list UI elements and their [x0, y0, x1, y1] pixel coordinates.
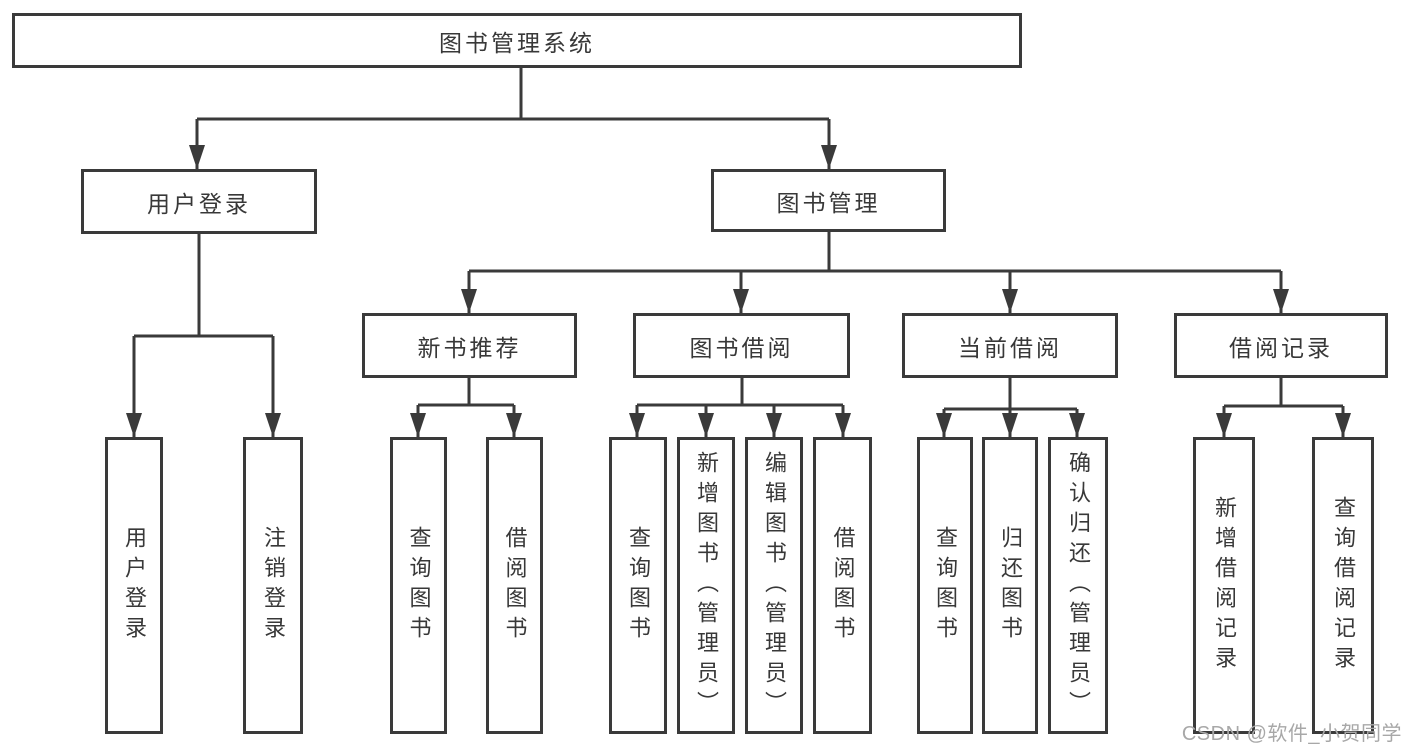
edge-book-borrow-to-leaves — [635, 378, 845, 437]
arrowhead — [936, 413, 952, 437]
leaf-current-confirm-return-admin: 确认归还（管理员） — [1048, 437, 1108, 734]
node-user-login: 用户登录 — [81, 169, 317, 234]
csdn-watermark: CSDN @软件_小贺同学 — [1181, 723, 1402, 745]
arrowhead — [265, 413, 281, 437]
leaf-current-query-book: 查询图书 — [917, 437, 973, 734]
node-book-management: 图书管理 — [711, 169, 946, 232]
arrowhead — [629, 413, 645, 437]
node-book-borrow: 图书借阅 — [633, 313, 850, 378]
leaf-borrow-edit-book-admin: 编辑图书（管理员） — [745, 437, 803, 734]
leaf-newrec-borrow-book: 借阅图书 — [486, 437, 543, 734]
arrowhead — [1335, 413, 1351, 437]
edge-book-mgmt-to-level3 — [467, 232, 1283, 313]
arrowhead — [410, 413, 426, 437]
leaf-borrow-add-book-admin: 新增图书（管理员） — [677, 437, 735, 734]
arrowhead — [1069, 413, 1085, 437]
node-new-book-recommend: 新书推荐 — [362, 313, 577, 378]
arrowhead — [506, 413, 522, 437]
edge-new-book-rec-to-leaves — [416, 378, 516, 437]
leaf-record-add-borrow-record: 新增借阅记录 — [1193, 437, 1255, 734]
leaf-record-query-borrow-record: 查询借阅记录 — [1312, 437, 1374, 734]
leaf-borrow-query-book: 查询图书 — [609, 437, 667, 734]
arrowhead — [1002, 289, 1018, 313]
arrowhead — [1273, 289, 1289, 313]
arrowhead — [698, 413, 714, 437]
edge-root-to-level2 — [195, 68, 831, 169]
arrowhead — [461, 289, 477, 313]
arrowhead — [821, 145, 837, 169]
node-borrow-record: 借阅记录 — [1174, 313, 1388, 378]
arrowhead — [1216, 413, 1232, 437]
leaf-newrec-query-book: 查询图书 — [390, 437, 447, 734]
leaf-borrow-borrow-book: 借阅图书 — [813, 437, 872, 734]
node-library-management-system: 图书管理系统 — [12, 13, 1022, 68]
arrowhead — [189, 145, 205, 169]
edge-borrow-record-to-leaves — [1222, 378, 1345, 437]
edge-user-login-to-leaves — [132, 234, 275, 437]
arrowhead — [1002, 413, 1018, 437]
leaf-user-login: 用户登录 — [105, 437, 163, 734]
arrowhead — [766, 413, 782, 437]
leaf-current-return-book: 归还图书 — [982, 437, 1038, 734]
leaf-logout: 注销登录 — [243, 437, 303, 734]
node-current-borrow: 当前借阅 — [902, 313, 1118, 378]
arrowhead — [126, 413, 142, 437]
arrowhead — [835, 413, 851, 437]
arrowhead — [733, 289, 749, 313]
